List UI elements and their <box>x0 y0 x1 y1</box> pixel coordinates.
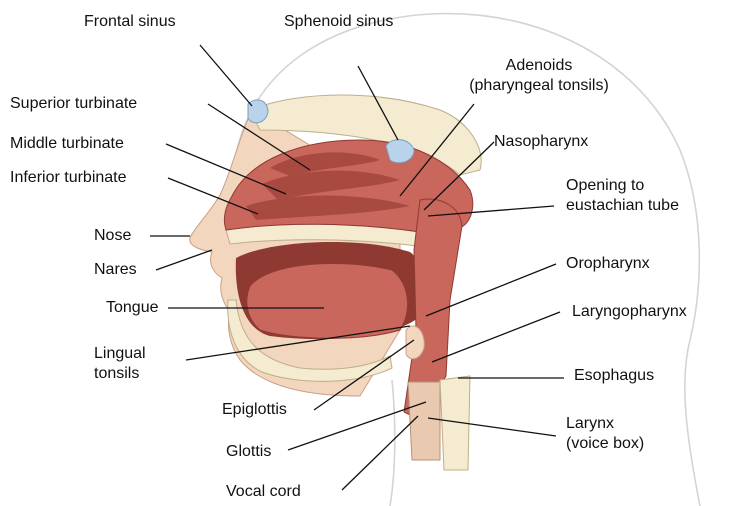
tongue-shape <box>247 263 408 338</box>
label-esophagus: Esophagus <box>574 366 654 386</box>
label-adenoids-line2: (pharyngeal tonsils) <box>464 76 614 96</box>
label-lingual-line1: Lingual <box>94 344 146 364</box>
leader-laryngopharynx <box>432 312 560 362</box>
leader-glottis <box>288 402 426 450</box>
label-nasopharynx: Nasopharynx <box>494 132 588 152</box>
label-inferior-turbinate: Inferior turbinate <box>10 168 127 188</box>
label-opening-to-eustachian-tube: Opening to eustachian tube <box>566 176 679 216</box>
frontal-sinus-shape <box>248 100 268 123</box>
label-vocal-cord: Vocal cord <box>226 482 301 502</box>
label-larynx-line1: Larynx <box>566 414 644 434</box>
label-sphenoid-sinus: Sphenoid sinus <box>284 12 393 32</box>
label-nose: Nose <box>94 226 131 246</box>
leader-nares <box>156 250 212 270</box>
label-superior-turbinate: Superior turbinate <box>10 94 137 114</box>
label-tongue: Tongue <box>106 298 159 318</box>
label-adenoids: Adenoids (pharyngeal tonsils) <box>464 56 614 96</box>
leader-frontal-sinus <box>200 45 252 106</box>
label-lingual-line2: tonsils <box>94 364 146 384</box>
label-nares: Nares <box>94 260 137 280</box>
label-epiglottis: Epiglottis <box>222 400 287 420</box>
label-opening-line2: eustachian tube <box>566 196 679 216</box>
label-laryngopharynx: Laryngopharynx <box>572 302 687 322</box>
label-lingual-tonsils: Lingual tonsils <box>94 344 146 384</box>
label-oropharynx: Oropharynx <box>566 254 650 274</box>
epiglottis-shape <box>406 326 424 359</box>
label-frontal-sinus: Frontal sinus <box>84 12 176 32</box>
label-larynx-line2: (voice box) <box>566 434 644 454</box>
sphenoid-sinus-shape <box>386 140 414 163</box>
label-larynx: Larynx (voice box) <box>566 414 644 454</box>
label-adenoids-line1: Adenoids <box>464 56 614 76</box>
label-middle-turbinate: Middle turbinate <box>10 134 124 154</box>
label-glottis: Glottis <box>226 442 271 462</box>
label-opening-line1: Opening to <box>566 176 679 196</box>
